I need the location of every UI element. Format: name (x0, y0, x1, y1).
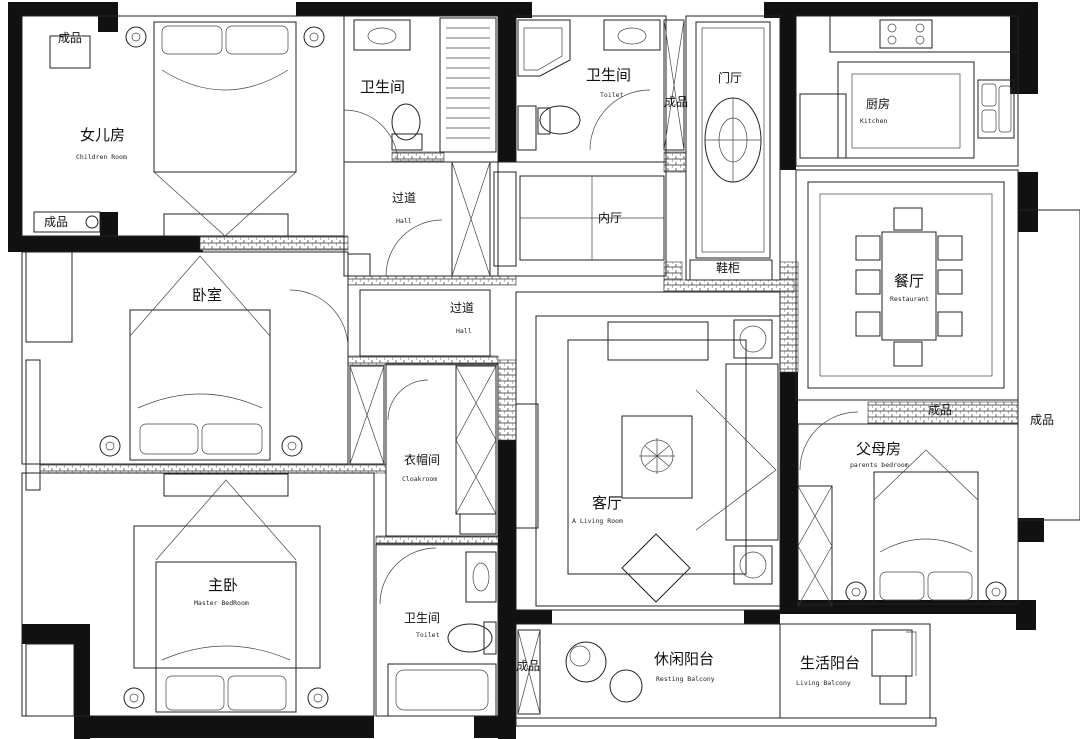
room-outlines (21, 15, 1080, 727)
living-balcony-label-en: Living Balcony (796, 679, 851, 687)
living-room-label: 客厅 (592, 494, 623, 512)
children-room-label-en: Children Room (76, 153, 127, 161)
balcony-furniture (517, 629, 917, 715)
dining-furniture (807, 181, 1005, 389)
dining-label-en: Restaurant (890, 295, 930, 303)
hall-1-label: 过道 (392, 191, 417, 205)
living-room-furniture (515, 315, 781, 607)
children-room-furniture (33, 21, 325, 237)
master-bedroom-label: 主卧 (208, 576, 239, 594)
kitchen-label-en: Kitchen (860, 117, 888, 125)
hall-1-elements (347, 161, 665, 277)
bathroom-2-label-en: Toilet (600, 91, 624, 99)
shoe-cabinet-label: 鞋柜 (716, 261, 741, 275)
parents-room-furniture (797, 411, 1007, 607)
kitchen-fixtures (799, 15, 1019, 159)
wardrobe-label: 成品 (664, 95, 689, 109)
wardrobe-label: 成品 (928, 403, 953, 417)
bedroom-furniture (99, 255, 349, 461)
dining-label: 餐厅 (894, 272, 925, 290)
cloakroom-label-en: Cloakroom (402, 475, 438, 483)
hall-2-label: 过道 (450, 301, 475, 315)
hall-2-label-en: Hall (456, 327, 472, 335)
wardrobe-label: 成品 (58, 31, 83, 45)
leisure-balcony-label-en: Resting Balcony (656, 675, 715, 683)
bathroom-1-label: 卫生间 (360, 78, 406, 96)
wardrobe-label: 成品 (516, 659, 541, 673)
foyer-label: 门厅 (718, 71, 743, 85)
cloakroom-label: 衣帽间 (404, 453, 441, 467)
partitions (39, 151, 1019, 546)
bathroom-3-fixtures (379, 547, 497, 717)
master-bedroom-furniture (123, 473, 329, 713)
foyer-furniture (689, 21, 773, 281)
bathroom-3-label: 卫生间 (404, 611, 441, 625)
master-bedroom-label-en: Master BedRoom (194, 599, 249, 607)
wardrobe-label: 成品 (1030, 413, 1055, 427)
bathroom-2-label: 卫生间 (586, 66, 632, 84)
leisure-balcony-label: 休闲阳台 (654, 650, 715, 668)
hall-1-label-en: Hall (396, 217, 412, 225)
living-balcony-label: 生活阳台 (800, 654, 861, 672)
bathroom-1-fixtures (343, 17, 497, 161)
inner-hall-label: 内厅 (598, 211, 623, 225)
bathroom-2-fixtures (517, 19, 685, 151)
parents-room-label: 父母房 (856, 440, 902, 458)
bedroom-label: 卧室 (192, 286, 223, 304)
wardrobe-label: 成品 (44, 215, 69, 229)
parents-room-label-en: parents bedroom (850, 461, 909, 469)
cloakroom-fixtures (349, 365, 497, 535)
kitchen-label: 厨房 (866, 97, 891, 111)
walls (8, 2, 1044, 739)
bathroom-3-label-en: Toilet (416, 631, 440, 639)
children-room-label: 女儿房 (80, 126, 126, 144)
living-room-label-en: A Living Room (572, 517, 623, 525)
